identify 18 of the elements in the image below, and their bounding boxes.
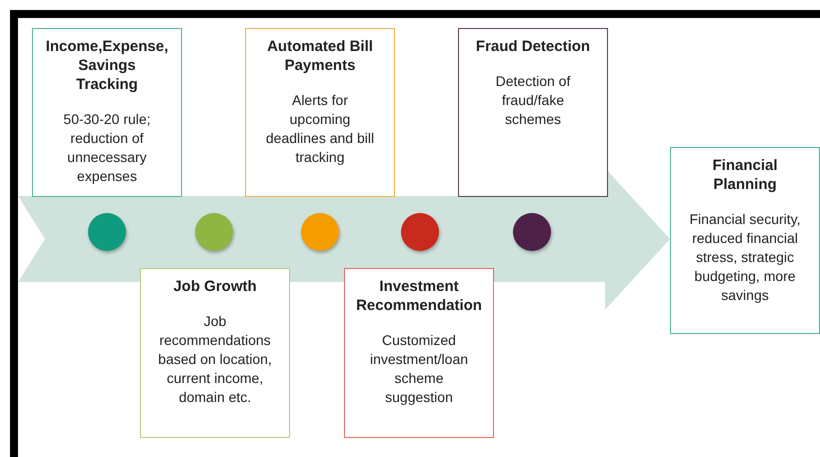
- box-description: Financial security, reduced financial stress, strategic budgeting, more savings: [688, 210, 802, 305]
- info-box: [245, 28, 395, 197]
- box-title: Fraud Detection: [476, 37, 590, 56]
- box-title: Investment Recommendation: [356, 277, 482, 315]
- info-box: [458, 28, 608, 197]
- info-box: [140, 268, 290, 438]
- info-box: [670, 147, 820, 334]
- info-box: [32, 28, 182, 197]
- info-box: [344, 268, 494, 438]
- box-description: Detection of fraud/fake schemes: [494, 72, 572, 129]
- box-title: Financial Planning: [711, 156, 779, 194]
- box-description: 50-30-20 rule; reduction of unnecessary expenses: [62, 110, 152, 186]
- box-description: Customized investment/loan scheme suggestion: [368, 331, 470, 407]
- box-description: Job recommendations based on location, current income, domain etc.: [157, 312, 273, 407]
- box-title: Income,Expense, Savings Tracking: [46, 37, 168, 94]
- box-title: Job Growth: [173, 277, 257, 296]
- box-description: Alerts for upcoming deadlines and bill tracking: [264, 91, 376, 167]
- box-title: Automated Bill Payments: [266, 37, 374, 75]
